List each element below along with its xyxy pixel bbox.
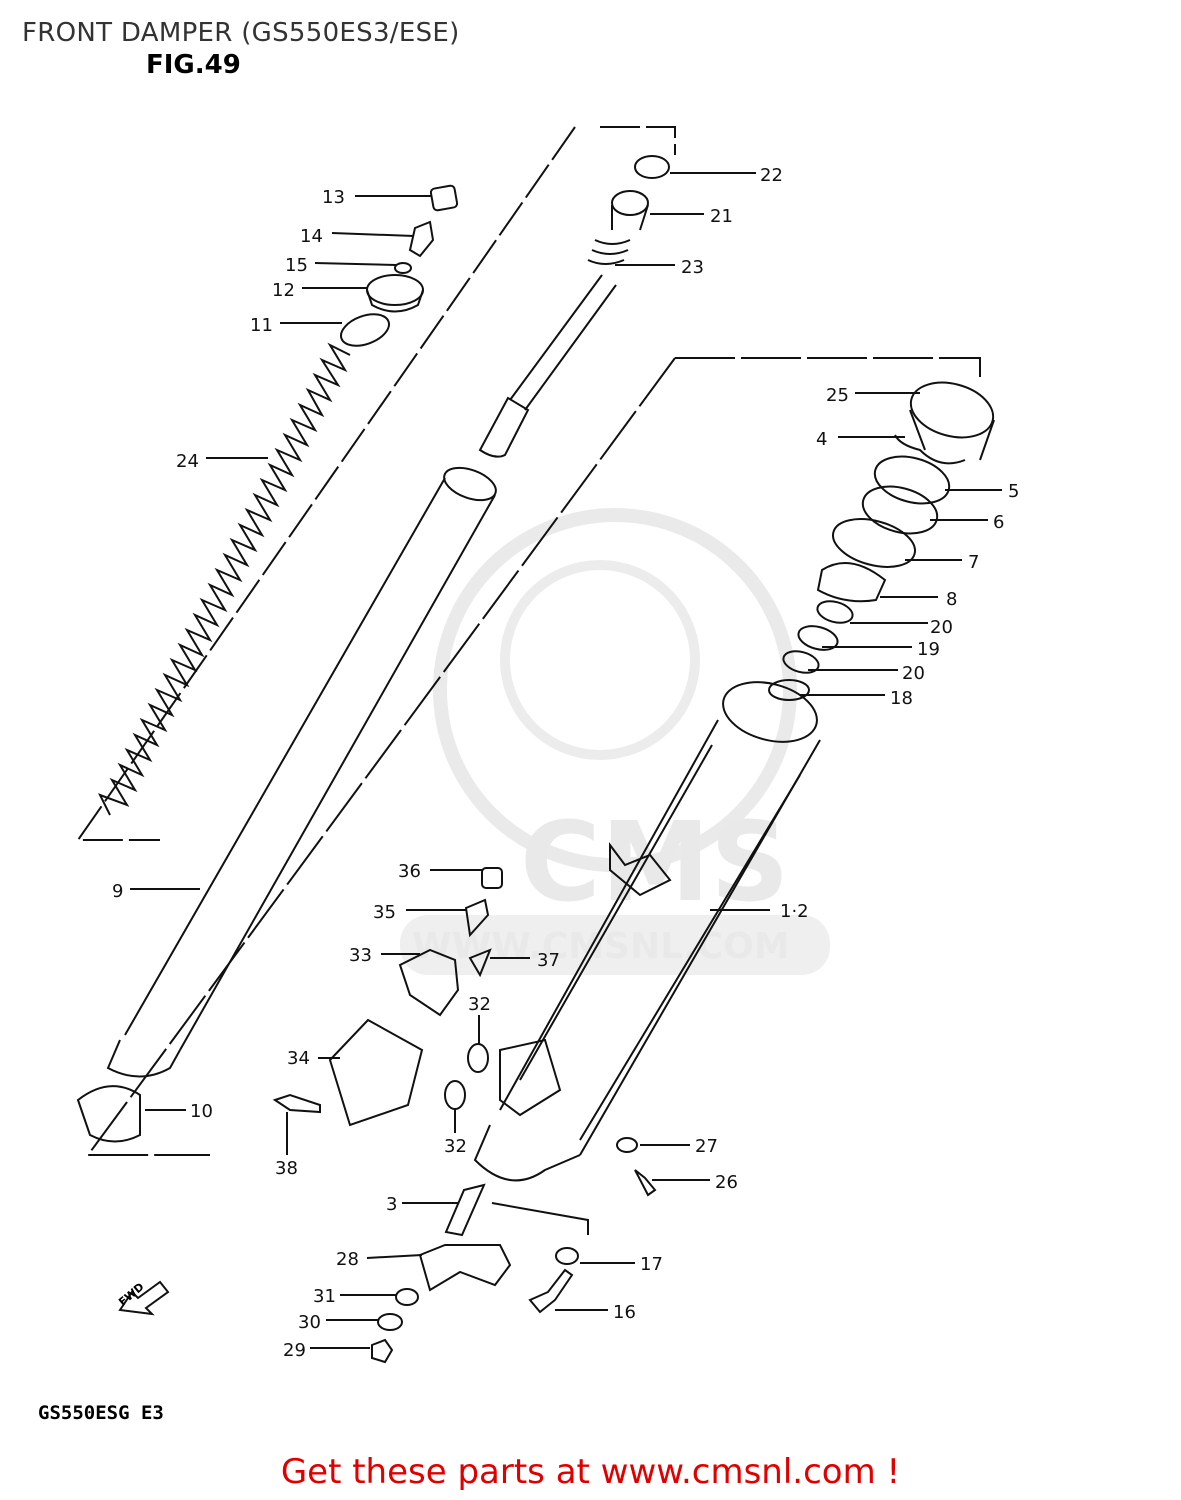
part-12-plug [366, 274, 424, 306]
part-37-bolt [468, 948, 492, 978]
part-18-spacer [768, 679, 810, 701]
part-14-valve [408, 220, 435, 258]
callout-32a: 32 [468, 994, 491, 1015]
part-6-seal [861, 485, 939, 535]
part-31-washer [395, 1288, 419, 1306]
part-10-bush [76, 1085, 141, 1143]
fwd-arrow-icon [118, 1280, 170, 1316]
callout-36: 36 [398, 861, 421, 882]
callout-7: 7 [968, 552, 979, 573]
callout-14: 14 [300, 226, 323, 247]
part-3-stud [444, 1183, 486, 1237]
part-32b-oring [444, 1080, 466, 1110]
callout-labels: 22 21 23 13 14 15 12 11 24 25 4 5 6 7 8 … [112, 165, 1019, 1361]
callout-34: 34 [287, 1048, 310, 1069]
callout-32b: 32 [444, 1136, 467, 1157]
part-24-spring [97, 342, 351, 816]
outer-tube-top [722, 681, 818, 743]
callout-9: 9 [112, 881, 123, 902]
callout-10: 10 [190, 1101, 213, 1122]
part-29-nut [371, 1338, 394, 1364]
part-11-oring [340, 313, 390, 347]
part-8-bushing [816, 562, 887, 603]
damper-rod-end [478, 396, 530, 458]
callout-30: 30 [298, 1312, 321, 1333]
part-35-screw [464, 898, 490, 938]
figure-number: FIG.49 [146, 50, 241, 80]
part-30-washer [377, 1313, 403, 1331]
callout-20b: 20 [902, 663, 925, 684]
outer-tube-foot [473, 1124, 581, 1182]
callout-27: 27 [695, 1136, 718, 1157]
callout-21: 21 [710, 206, 733, 227]
callout-3: 3 [386, 1194, 397, 1215]
callout-22: 22 [760, 165, 783, 186]
watermark-url: WWW.CMSNL.COM [412, 926, 790, 967]
part-33-joint [398, 948, 460, 1017]
bracket-outer-group [86, 357, 981, 1156]
part-20a-ring [816, 600, 854, 624]
callout-11: 11 [250, 315, 273, 336]
part-27-washer [616, 1137, 638, 1153]
part-15-oring [394, 262, 412, 274]
callout-24: 24 [176, 451, 199, 472]
footer-link[interactable]: Get these parts at www.cmsnl.com ! [280, 1452, 901, 1492]
callout-1-2: 1·2 [780, 901, 809, 922]
part-21-cap [611, 190, 649, 216]
callout-28: 28 [336, 1249, 359, 1270]
part-13-cap [429, 184, 459, 212]
part-9-inner-tube [124, 477, 496, 1051]
callout-8: 8 [946, 589, 957, 610]
callout-33: 33 [349, 945, 372, 966]
part-5-seal [873, 455, 951, 505]
callout-4: 4 [816, 429, 827, 450]
part-32a-oring [467, 1043, 489, 1073]
callout-37: 37 [537, 950, 560, 971]
callout-13: 13 [322, 187, 345, 208]
part-17-washer [555, 1247, 579, 1265]
callout-26: 26 [715, 1172, 738, 1193]
callout-19: 19 [917, 639, 940, 660]
part-26-screw [634, 1169, 657, 1197]
model-code: GS550ESG E3 [38, 1402, 164, 1424]
bracket-bottom [491, 1202, 589, 1235]
callout-38: 38 [275, 1158, 298, 1179]
part-22-seal [634, 155, 670, 179]
part-20b-ring [782, 650, 820, 674]
callout-17: 17 [640, 1254, 663, 1275]
callout-31: 31 [313, 1286, 336, 1307]
callout-15: 15 [285, 255, 308, 276]
callout-16: 16 [613, 1302, 636, 1323]
callout-12: 12 [272, 280, 295, 301]
callout-6: 6 [993, 512, 1004, 533]
callout-20a: 20 [930, 617, 953, 638]
callout-23: 23 [681, 257, 704, 278]
part-7-washer [832, 518, 916, 568]
page-title: FRONT DAMPER (GS550ES3/ESE) [22, 18, 460, 48]
callout-25: 25 [826, 385, 849, 406]
callout-18: 18 [890, 688, 913, 709]
cms-watermark: CMS WWW.CMSNL.COM [400, 508, 830, 975]
callout-5: 5 [1008, 481, 1019, 502]
outer-tube-lug [609, 842, 672, 897]
callout-29: 29 [283, 1340, 306, 1361]
part-25-dust-seal [909, 381, 995, 439]
part-16-bolt [528, 1268, 574, 1314]
part-28-holder [418, 1244, 512, 1292]
part-23-rings [587, 239, 631, 265]
part-4-clip [894, 434, 966, 465]
callout-35: 35 [373, 902, 396, 923]
part-36-cap [481, 867, 503, 889]
bracket-inner-group [76, 126, 676, 841]
part-38-bolt [272, 1093, 321, 1114]
part-19-ring [797, 625, 839, 651]
damper-rod [509, 274, 617, 411]
leader-lines [130, 172, 1002, 1349]
outer-tube-mount [499, 1038, 562, 1117]
part-34-guard [328, 1018, 424, 1127]
